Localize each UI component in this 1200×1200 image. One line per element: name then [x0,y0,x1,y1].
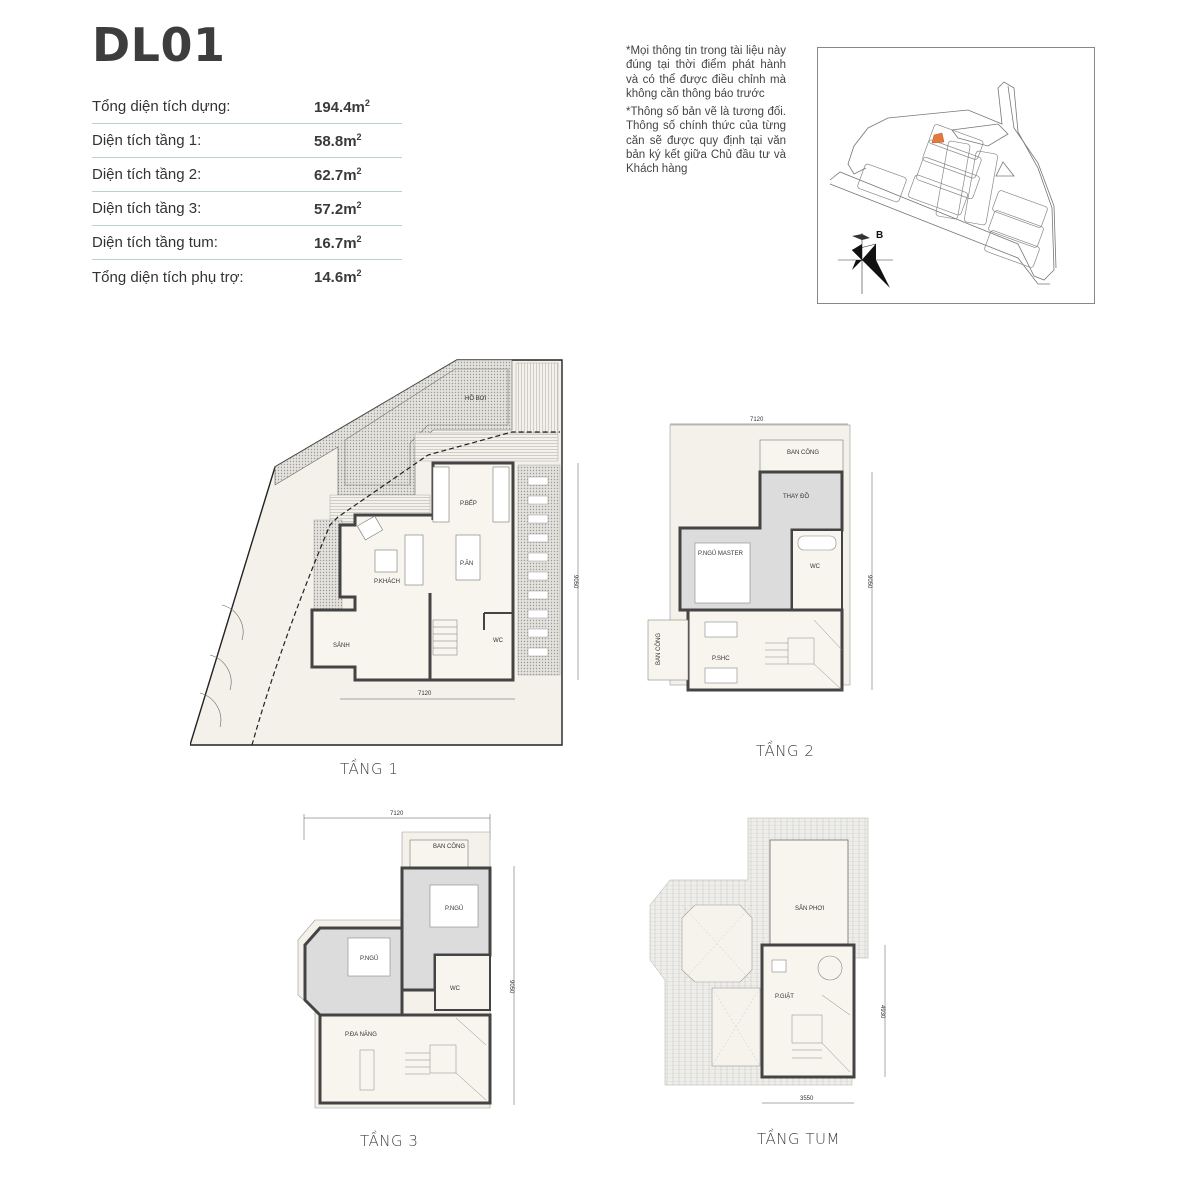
floor-plan-1: HỒ BƠI P.BẾP P.ĂN P.KHÁ [190,355,590,778]
svg-text:9050: 9050 [572,575,578,589]
spec-label: Tổng diện tích dựng: [92,98,231,115]
floor-plan-tum: SÂN PHƠI P.GIẶT 3550 4930 TẦNG TUM [640,810,910,1148]
svg-text:7120: 7120 [418,691,432,697]
highlighted-lot [931,132,945,144]
note-2: *Thông số bản vẽ là tương đối. Thông số … [626,106,786,176]
spec-row-floor1: Diện tích tầng 1: 58.8m2 [92,124,402,158]
svg-text:P.GIẶT: P.GIẶT [775,993,794,1000]
svg-text:9050: 9050 [866,575,872,589]
svg-text:WC: WC [450,986,461,992]
spec-value: 14.6m2 [314,268,362,286]
spec-label: Diện tích tầng 2: [92,166,202,183]
svg-text:P.KHÁCH: P.KHÁCH [374,578,400,585]
disclaimer-notes: *Mọi thông tin trong tài liệu này đúng t… [626,44,786,181]
site-key-map: B [817,47,1095,304]
spec-value: 194.4m2 [314,97,370,116]
floor-plan-3: 7120 BAN CÔNG P.NGỦ P.NGỦ WC P.ĐA NĂNG 9… [290,800,530,1150]
svg-text:WC: WC [810,564,821,570]
spec-row-total: Tổng diện tích dựng: 194.4m2 [92,90,402,124]
svg-text:THAY ĐỒ: THAY ĐỒ [783,493,809,500]
floor-3-drawing: 7120 BAN CÔNG P.NGỦ P.NGỦ WC P.ĐA NĂNG 9… [297,811,515,1109]
svg-text:B: B [876,230,883,241]
svg-text:P.NGỦ MASTER: P.NGỦ MASTER [698,550,744,557]
floor-plan-2: 7120 BAN CÔNG THAY ĐỒ P.NGỦ MASTER WC P.… [620,410,890,760]
spec-label: Diện tích tầng tum: [92,234,218,251]
unit-title: DL01 [92,18,226,72]
svg-text:9050: 9050 [508,980,514,994]
floor-3-label: TẦNG 3 [360,1132,419,1150]
svg-text:3550: 3550 [800,1096,814,1102]
svg-text:7120: 7120 [390,811,404,817]
svg-text:P.NGỦ: P.NGỦ [445,905,463,912]
spec-value: 57.2m2 [314,199,362,218]
svg-text:4930: 4930 [879,1005,885,1019]
svg-text:P.NGỦ: P.NGỦ [360,955,378,962]
floor-tum-label: TẦNG TUM [757,1130,840,1148]
floor-tum-drawing: SÂN PHƠI P.GIẶT 3550 4930 [649,817,886,1104]
floor-2-drawing: 7120 BAN CÔNG THAY ĐỒ P.NGỦ MASTER WC P.… [647,417,873,692]
spec-value: 16.7m2 [314,233,362,252]
spec-row-floor3: Diện tích tầng 3: 57.2m2 [92,192,402,226]
svg-text:BAN CÔNG: BAN CÔNG [655,633,662,665]
spec-label: Diện tích tầng 1: [92,132,202,149]
svg-text:P.SHC: P.SHC [712,656,730,662]
floor-1-drawing: HỒ BƠI P.BẾP P.ĂN P.KHÁ [190,359,579,746]
svg-text:WC: WC [493,638,504,644]
floor-1-label: TẦNG 1 [340,760,399,778]
spec-row-floor2: Diện tích tầng 2: 62.7m2 [92,158,402,192]
spec-label: Tổng diện tích phụ trợ: [92,268,244,286]
spec-row-auxiliary: Tổng diện tích phụ trợ: 14.6m2 [92,260,402,294]
area-spec-table: Tổng diện tích dựng: 194.4m2 Diện tích t… [92,90,402,294]
spec-row-tum: Diện tích tầng tum: 16.7m2 [92,226,402,260]
svg-text:SÂN PHƠI: SÂN PHƠI [795,905,824,912]
svg-text:P.BẾP: P.BẾP [460,500,477,507]
svg-text:BAN CÔNG: BAN CÔNG [433,843,465,850]
site-plan-drawing: B [829,81,1057,294]
spec-value: 58.8m2 [314,131,362,150]
svg-text:BAN CÔNG: BAN CÔNG [787,449,819,456]
spec-label: Diện tích tầng 3: [92,200,202,217]
svg-text:P.ĐA NĂNG: P.ĐA NĂNG [345,1031,377,1038]
compass-icon: B [838,230,893,294]
svg-text:HỒ BƠI: HỒ BƠI [465,395,487,402]
floor-2-label: TẦNG 2 [756,742,815,760]
spec-value: 62.7m2 [314,165,362,184]
note-1: *Mọi thông tin trong tài liệu này đúng t… [626,45,786,100]
svg-text:7120: 7120 [750,417,764,423]
svg-text:SẢNH: SẢNH [333,642,350,649]
svg-text:P.ĂN: P.ĂN [460,560,473,567]
